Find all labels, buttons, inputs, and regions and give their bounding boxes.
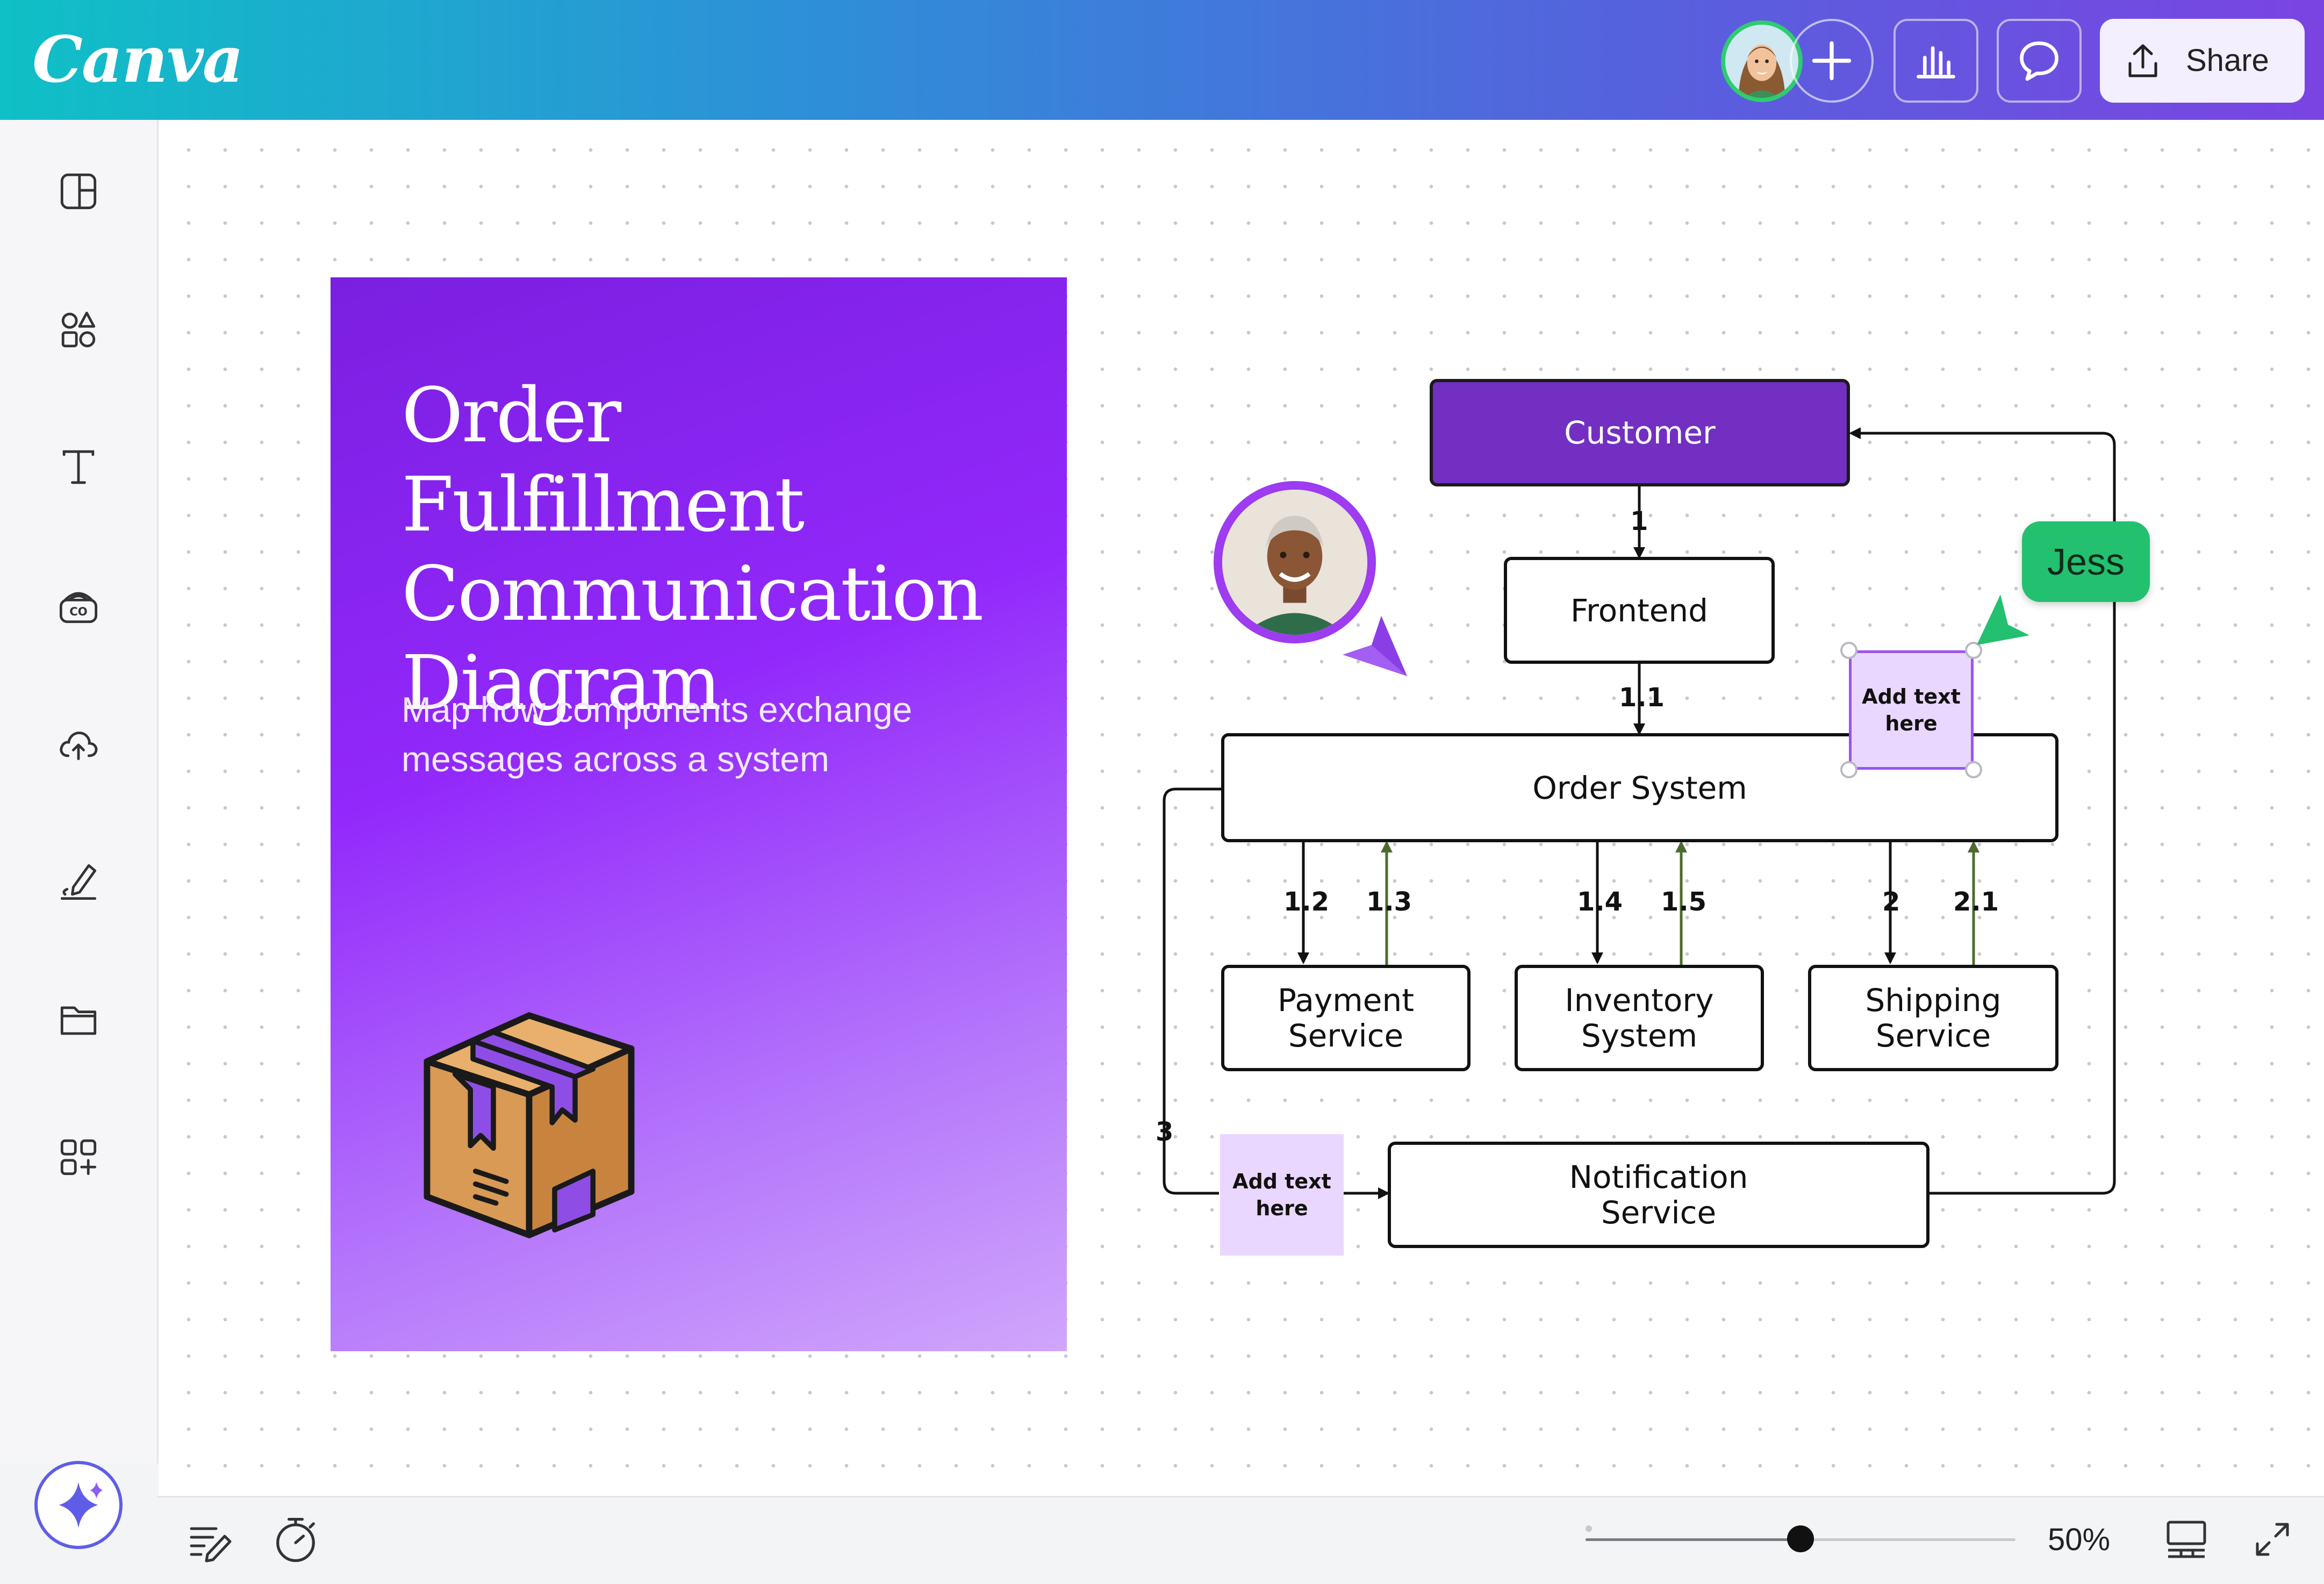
plus-icon bbox=[1812, 41, 1852, 81]
package-box-icon[interactable] bbox=[401, 998, 657, 1253]
title-card[interactable]: Order Fulfillment Communication Diagram … bbox=[331, 277, 1067, 1351]
sidebar-item-text[interactable] bbox=[53, 441, 104, 493]
share-upload-icon bbox=[2128, 44, 2157, 77]
edge-label-2-1[interactable]: 2.1 bbox=[1953, 887, 1999, 917]
node-shipping-service[interactable]: Shipping Service bbox=[1808, 965, 2058, 1071]
layout-icon bbox=[60, 173, 97, 210]
collaborator-name-tag: Jess bbox=[2022, 521, 2150, 602]
node-notification-service[interactable]: Notification Service bbox=[1388, 1142, 1930, 1248]
edge-label-3[interactable]: 3 bbox=[1156, 1117, 1174, 1147]
sidebar-item-brand[interactable]: CO bbox=[53, 579, 104, 631]
user-avatar-portrait bbox=[1725, 25, 1798, 98]
text-icon bbox=[62, 450, 95, 484]
canva-logo[interactable]: Canva bbox=[32, 22, 243, 97]
node-customer[interactable]: Customer bbox=[1430, 379, 1850, 486]
zoom-slider-fill bbox=[1586, 1538, 1801, 1541]
sidebar-item-projects[interactable] bbox=[53, 993, 104, 1045]
draw-icon bbox=[60, 864, 97, 900]
collaborator-portrait bbox=[1222, 490, 1367, 635]
add-collaborator-button[interactable] bbox=[1790, 19, 1874, 103]
svg-text:CO: CO bbox=[69, 605, 87, 618]
fullscreen-icon[interactable] bbox=[2246, 1513, 2299, 1566]
timer-icon[interactable] bbox=[268, 1511, 324, 1567]
edge-label-2[interactable]: 2 bbox=[1882, 887, 1900, 917]
edge-label-1[interactable]: 1 bbox=[1630, 506, 1648, 536]
share-label: Share bbox=[2186, 43, 2269, 78]
jess-cursor-icon bbox=[1977, 594, 2029, 645]
edge-label-1-5[interactable]: 1.5 bbox=[1661, 887, 1707, 917]
page-grid-view-icon[interactable] bbox=[2160, 1513, 2213, 1566]
zoom-percentage[interactable]: 50% bbox=[2048, 1522, 2111, 1557]
upload-icon bbox=[60, 732, 98, 761]
user-avatar[interactable] bbox=[1721, 20, 1803, 102]
apps-icon bbox=[60, 1139, 97, 1176]
edge-label-1-3[interactable]: 1.3 bbox=[1366, 887, 1412, 917]
insights-button[interactable] bbox=[1893, 19, 1978, 103]
node-frontend[interactable]: Frontend bbox=[1504, 557, 1775, 664]
zoom-slider-handle[interactable] bbox=[1787, 1525, 1814, 1552]
edge-label-1-2[interactable]: 1.2 bbox=[1283, 887, 1330, 917]
brand-icon: CO bbox=[59, 592, 98, 623]
sidebar-item-apps[interactable] bbox=[53, 1131, 104, 1183]
bar-chart-icon bbox=[1917, 46, 1955, 78]
left-sidebar: CO bbox=[0, 120, 159, 1464]
resize-handle-top-right[interactable] bbox=[1965, 642, 1982, 659]
projects-icon bbox=[60, 1006, 97, 1035]
resize-handle-bottom-right[interactable] bbox=[1965, 761, 1982, 778]
package-box-drawing bbox=[424, 1012, 635, 1238]
sidebar-item-elements[interactable] bbox=[53, 304, 104, 355]
magic-assistant-button[interactable] bbox=[34, 1461, 123, 1549]
sidebar-item-design[interactable] bbox=[53, 166, 104, 217]
edge-label-1-1[interactable]: 1.1 bbox=[1619, 683, 1665, 713]
sparkle-icon bbox=[59, 1482, 103, 1528]
comment-icon bbox=[2020, 41, 2058, 81]
collaborator-cursor-icon bbox=[1343, 616, 1407, 676]
elements-icon bbox=[61, 311, 96, 348]
card-subtitle[interactable]: Map how components exchange messages acr… bbox=[401, 690, 913, 779]
top-bar: Canva Share bbox=[0, 0, 2324, 120]
edge-label-1-4[interactable]: 1.4 bbox=[1577, 887, 1623, 917]
sidebar-item-uploads[interactable] bbox=[53, 718, 104, 769]
sidebar-item-draw[interactable] bbox=[53, 855, 104, 907]
resize-handle-bottom-left[interactable] bbox=[1840, 761, 1857, 778]
card-title[interactable]: Order Fulfillment Communication Diagram bbox=[401, 372, 984, 727]
comments-button[interactable] bbox=[1997, 19, 2082, 103]
sticky-note[interactable]: Add text here bbox=[1220, 1134, 1344, 1256]
sticky-note-selected[interactable]: Add text here bbox=[1849, 650, 1974, 770]
zoom-min-dot bbox=[1586, 1525, 1592, 1532]
node-inventory-system[interactable]: Inventory System bbox=[1515, 965, 1764, 1071]
share-button[interactable]: Share bbox=[2100, 19, 2305, 103]
resize-handle-top-left[interactable] bbox=[1840, 642, 1857, 659]
node-payment-service[interactable]: Payment Service bbox=[1221, 965, 1471, 1071]
notes-icon[interactable] bbox=[183, 1513, 236, 1566]
